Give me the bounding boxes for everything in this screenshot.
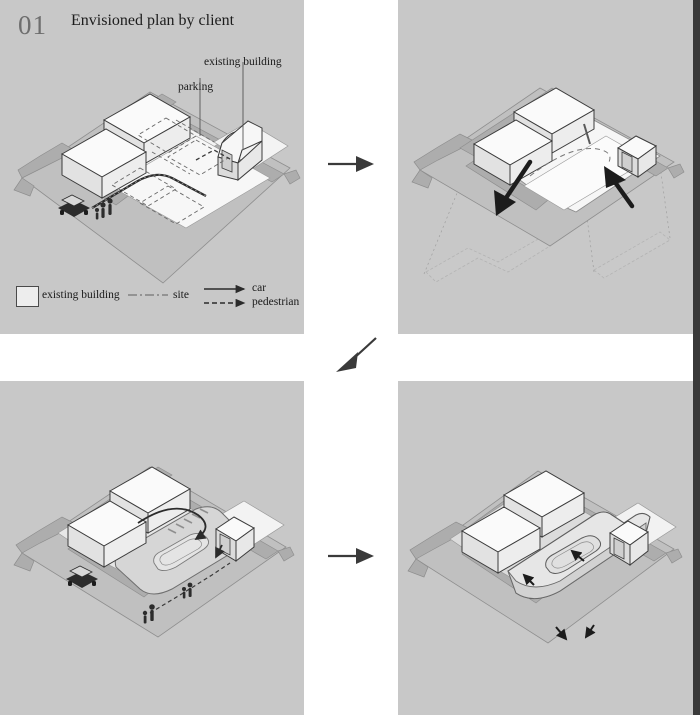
building-b — [67, 500, 147, 568]
panel-01-header: 01 Envisioned plan by client — [18, 12, 234, 39]
existing-building — [617, 135, 657, 178]
existing-building — [215, 516, 255, 563]
existing-building — [609, 520, 649, 567]
crosswalk — [167, 508, 209, 534]
legend: existing building site car pedestrian — [16, 282, 300, 318]
legend-swatch-existing-building — [16, 286, 39, 307]
pedestrian-figures — [142, 582, 193, 624]
expansion-arrow-w — [522, 573, 535, 586]
legend-label-site: site — [173, 289, 189, 301]
legend-symbols — [128, 284, 246, 308]
expansion-arrow-sw — [555, 626, 568, 641]
vehicle-exit-arrow — [215, 544, 225, 559]
panel-02-drawing — [411, 87, 685, 283]
legend-label-existing-building: existing building — [42, 289, 120, 301]
panel-01-title: Envisioned plan by client — [71, 12, 235, 29]
building-b — [461, 506, 541, 574]
panel-03: 03 Keep the approach for vehicle at 1st … — [0, 381, 304, 715]
courtyard-inner — [159, 538, 202, 566]
car-route — [91, 173, 207, 209]
move-arrow-right — [604, 166, 635, 209]
move-arrow-left — [494, 159, 533, 216]
pedestrian-route — [149, 562, 231, 614]
flow-arrow-01-to-02 — [328, 156, 374, 172]
pedestrian-figures — [95, 198, 113, 220]
panel-03-drawing — [13, 466, 295, 638]
panel-04: 04 Enlarge nursery area at 2nd floor (wi… — [398, 381, 693, 715]
legend-label-pedestrian: pedestrian — [252, 296, 300, 308]
label-existing-building: existing building — [204, 56, 282, 68]
flow-arrow-02-to-03 — [336, 337, 377, 372]
panel-01-drawing — [13, 62, 301, 284]
car-symbol — [66, 565, 98, 588]
site-marker — [583, 123, 591, 145]
vehicle-approach-path — [137, 507, 207, 540]
expansion-arrows — [522, 549, 596, 641]
legend-label-car: car — [252, 282, 267, 294]
courtyard-void-inner — [551, 541, 594, 569]
expansion-arrow-s — [584, 624, 596, 639]
label-parking: parking — [178, 81, 214, 93]
panel-02: 02 Unite sites and roads — [398, 0, 693, 334]
building-b — [60, 128, 148, 199]
panel-04-drawing — [407, 470, 683, 644]
flow-arrow-03-to-04 — [328, 548, 374, 564]
connection-dashed-path — [529, 147, 611, 177]
second-floor-edge — [507, 522, 647, 599]
existing-building — [217, 120, 263, 182]
expansion-arrow-nw — [570, 549, 585, 562]
panel-01-number: 01 — [18, 10, 47, 40]
right-edge-border — [693, 0, 700, 715]
panel-01: 01 Envisioned plan by client — [0, 0, 304, 334]
car-symbol — [58, 194, 90, 217]
